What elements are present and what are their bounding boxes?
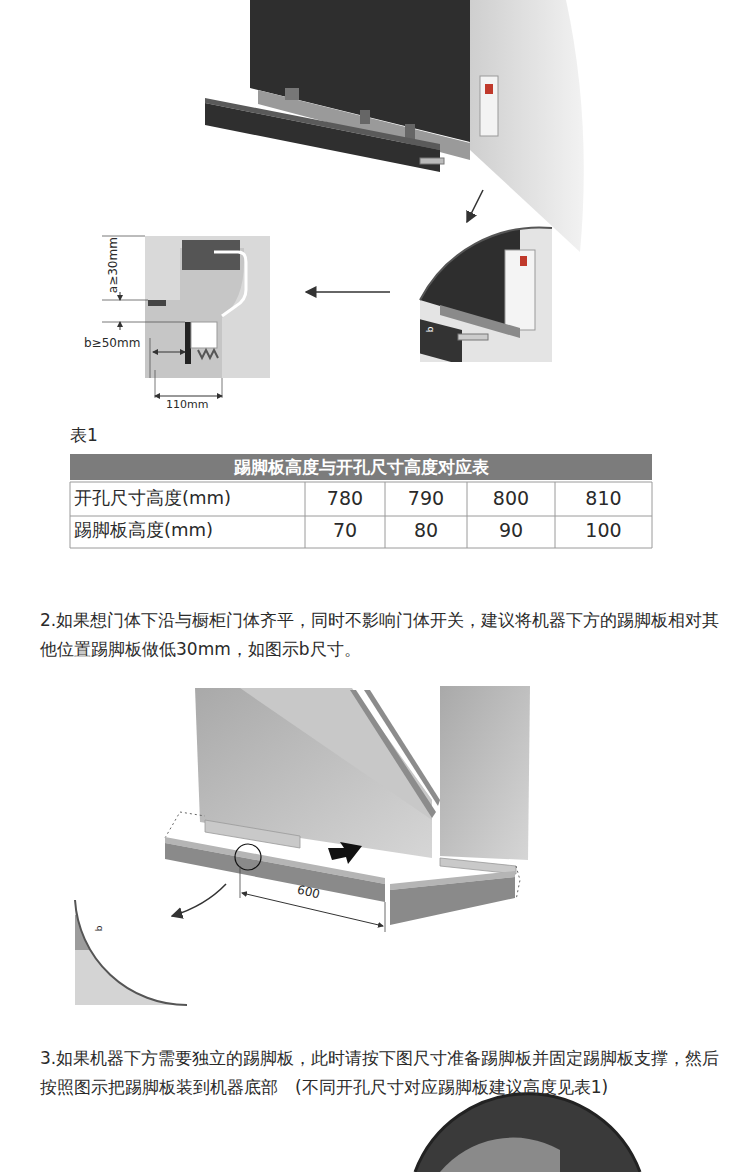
table-header-band: 踢脚板高度与开孔尺寸高度对应表: [70, 454, 652, 480]
table-grid: [70, 482, 652, 548]
cross-section: [102, 236, 270, 398]
cabinet-illustration: [75, 686, 530, 1010]
dimension-label: 开孔尺寸高度(mm): [74, 487, 231, 509]
instruction-note: 3.如果机器下方需要独立的踢脚板，此时请按下图尺寸准备踢脚板并固定踢脚板支撑，然…: [40, 1044, 720, 1102]
bottom-detail: [415, 1094, 640, 1172]
table-cell: 80: [385, 519, 467, 542]
dimension-label: 踢脚板高度(mm): [74, 519, 213, 541]
table-title: 踢脚板高度与开孔尺寸高度对应表: [234, 456, 489, 479]
table-cell: 70: [305, 519, 385, 542]
table-cell: 780: [305, 487, 385, 510]
dimension-label: a≥30mm: [106, 237, 120, 293]
table-cell: 100: [555, 519, 652, 542]
dimension-label: 110mm: [166, 398, 208, 411]
table-cell: 800: [467, 487, 555, 510]
instruction-note: 2.如果想门体下沿与橱柜门体齐平，同时不影响门体开关，建议将机器下方的踢脚板相对…: [40, 606, 720, 664]
table-cell: 810: [555, 487, 652, 510]
table-cell: 90: [467, 519, 555, 542]
dimension-label: b: [95, 925, 106, 931]
dimension-label: b≥50mm: [84, 336, 140, 350]
dimension-label: b: [426, 326, 437, 332]
table-cell: 790: [385, 487, 467, 510]
dimension-label: 表1: [70, 425, 98, 445]
